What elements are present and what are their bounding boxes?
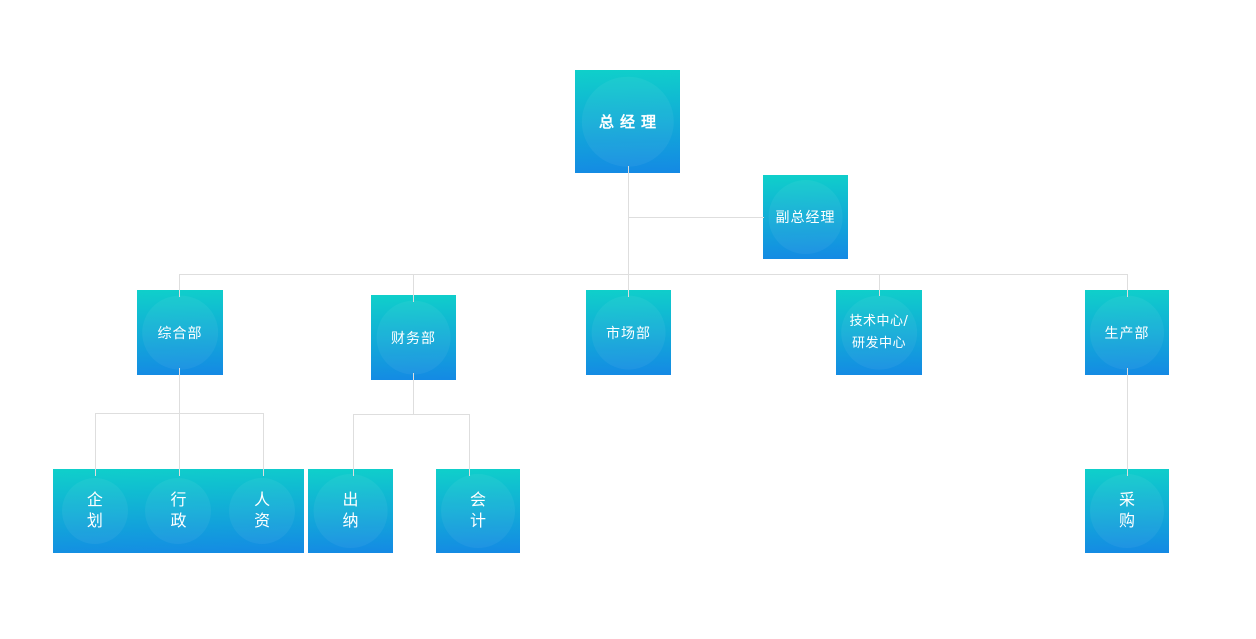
org-node-cashier[interactable]: 出纳 xyxy=(308,469,393,553)
connector-drop-planning xyxy=(95,413,96,476)
org-node-marketing-dept[interactable]: 市场部 xyxy=(586,290,671,375)
org-node-production-dept[interactable]: 生产部 xyxy=(1085,290,1169,375)
deputy-general-manager-label: 副总经理 xyxy=(775,210,836,226)
org-node-finance-dept[interactable]: 财务部 xyxy=(371,295,456,380)
connector-general-dept-down xyxy=(179,368,180,476)
org-node-general-manager[interactable]: 总经理 xyxy=(575,70,680,173)
finance-dept-label: 财务部 xyxy=(391,330,436,347)
org-node-purchasing[interactable]: 采购 xyxy=(1085,469,1169,553)
connector-production-dept-down xyxy=(1127,368,1128,476)
org-node-human-resources[interactable]: 人资 xyxy=(226,469,298,553)
connector-root-down xyxy=(628,166,629,297)
connector-drop-accounting xyxy=(469,414,470,476)
connector-general-dept-rail xyxy=(95,413,263,414)
connector-drop-hr xyxy=(263,413,264,476)
connector-root-to-deputy xyxy=(628,217,764,218)
general-dept-label: 综合部 xyxy=(157,325,203,342)
administration-label: 行政 xyxy=(170,490,187,530)
connector-main-rail xyxy=(179,274,1127,275)
org-node-general-dept[interactable]: 综合部 xyxy=(137,290,223,375)
org-node-administration[interactable]: 行政 xyxy=(142,469,214,553)
connector-finance-dept-down xyxy=(413,373,414,414)
connector-drop-finance-dept xyxy=(413,274,414,302)
tech-center-label-line2: 研发中心 xyxy=(851,335,906,351)
planning-label: 企划 xyxy=(86,490,103,530)
human-resources-label: 人资 xyxy=(254,490,271,530)
cashier-label: 出纳 xyxy=(342,490,359,530)
general-manager-label: 总经理 xyxy=(598,113,662,131)
org-node-tech-rd-center[interactable]: 技术中心/ 研发中心 xyxy=(836,290,922,375)
tech-center-label-line1: 技术中心/ xyxy=(849,314,909,330)
connector-drop-production-dept xyxy=(1127,274,1128,297)
accounting-label: 会计 xyxy=(469,490,486,530)
org-node-accounting[interactable]: 会计 xyxy=(436,469,520,553)
org-node-deputy-general-manager[interactable]: 副总经理 xyxy=(763,175,848,259)
production-dept-label: 生产部 xyxy=(1104,325,1150,342)
purchasing-label: 采购 xyxy=(1118,490,1135,530)
connector-drop-tech-center xyxy=(879,274,880,296)
marketing-dept-label: 市场部 xyxy=(606,325,651,342)
org-node-planning[interactable]: 企划 xyxy=(59,469,131,553)
org-node-general-dept-teams[interactable]: 企划 行政 人资 xyxy=(53,469,304,553)
connector-finance-dept-rail xyxy=(353,414,470,415)
connector-drop-cashier xyxy=(353,414,354,476)
connector-drop-general-dept xyxy=(179,274,180,297)
